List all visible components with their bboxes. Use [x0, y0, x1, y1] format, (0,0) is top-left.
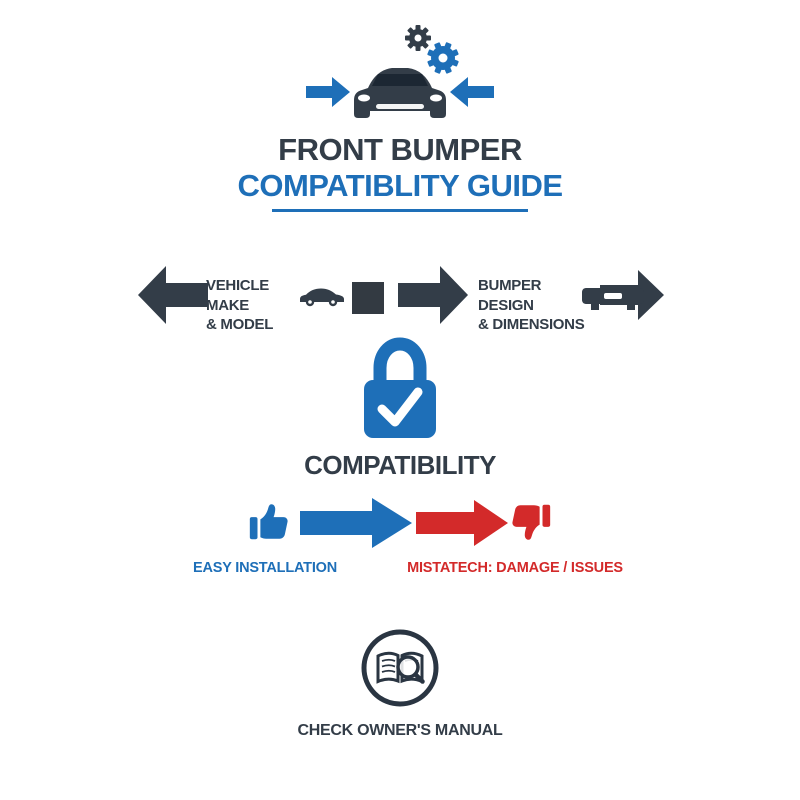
factor-bumper-line2: & DIMENSIONS	[478, 316, 585, 333]
thumbs-down-icon	[512, 504, 551, 540]
gear-icon	[427, 42, 459, 74]
factor-vehicle-label: VEHICLE MAKE & MODEL	[206, 276, 310, 335]
blue-arrow-right-icon	[300, 498, 412, 548]
bumper-icon	[582, 288, 644, 310]
square-connector	[352, 282, 384, 314]
owners-manual-icon	[361, 629, 439, 707]
block-arrow-right-icon	[398, 266, 468, 324]
block-arrow-left-icon	[138, 266, 208, 324]
title-line-1: FRONT BUMPER	[278, 132, 522, 167]
title-line-2: COMPATIBLITY GUIDE	[237, 168, 563, 203]
car-side-icon	[300, 288, 344, 307]
compatibility-label: COMPATIBILITY	[304, 450, 496, 480]
thumbs-up-icon	[249, 504, 288, 540]
arrow-right-icon	[306, 77, 350, 107]
red-arrow-right-icon	[416, 500, 508, 546]
padlock-check-icon	[364, 337, 436, 438]
car-front-icon	[354, 68, 446, 118]
title-underline	[272, 209, 528, 212]
magnifier-icon	[396, 655, 425, 684]
negative-outcome-label: MISTATECH: DAMAGE / ISSUES	[407, 560, 623, 576]
footer-label: CHECK OWNER'S MANUAL	[297, 722, 503, 739]
arrow-left-icon	[450, 77, 494, 107]
car-with-gears-and-arrows-icon	[306, 25, 494, 118]
factor-vehicle-line2: & MODEL	[206, 316, 274, 333]
factor-bumper-label: BUMPER DESIGN & DIMENSIONS	[478, 276, 594, 335]
gear-icon	[405, 25, 431, 51]
factor-bumper-line1: BUMPER DESIGN	[478, 277, 542, 314]
check-icon	[377, 387, 423, 427]
factor-vehicle-line1: VEHICLE MAKE	[206, 277, 269, 314]
positive-outcome-label: EASY INSTALLATION	[192, 560, 338, 576]
